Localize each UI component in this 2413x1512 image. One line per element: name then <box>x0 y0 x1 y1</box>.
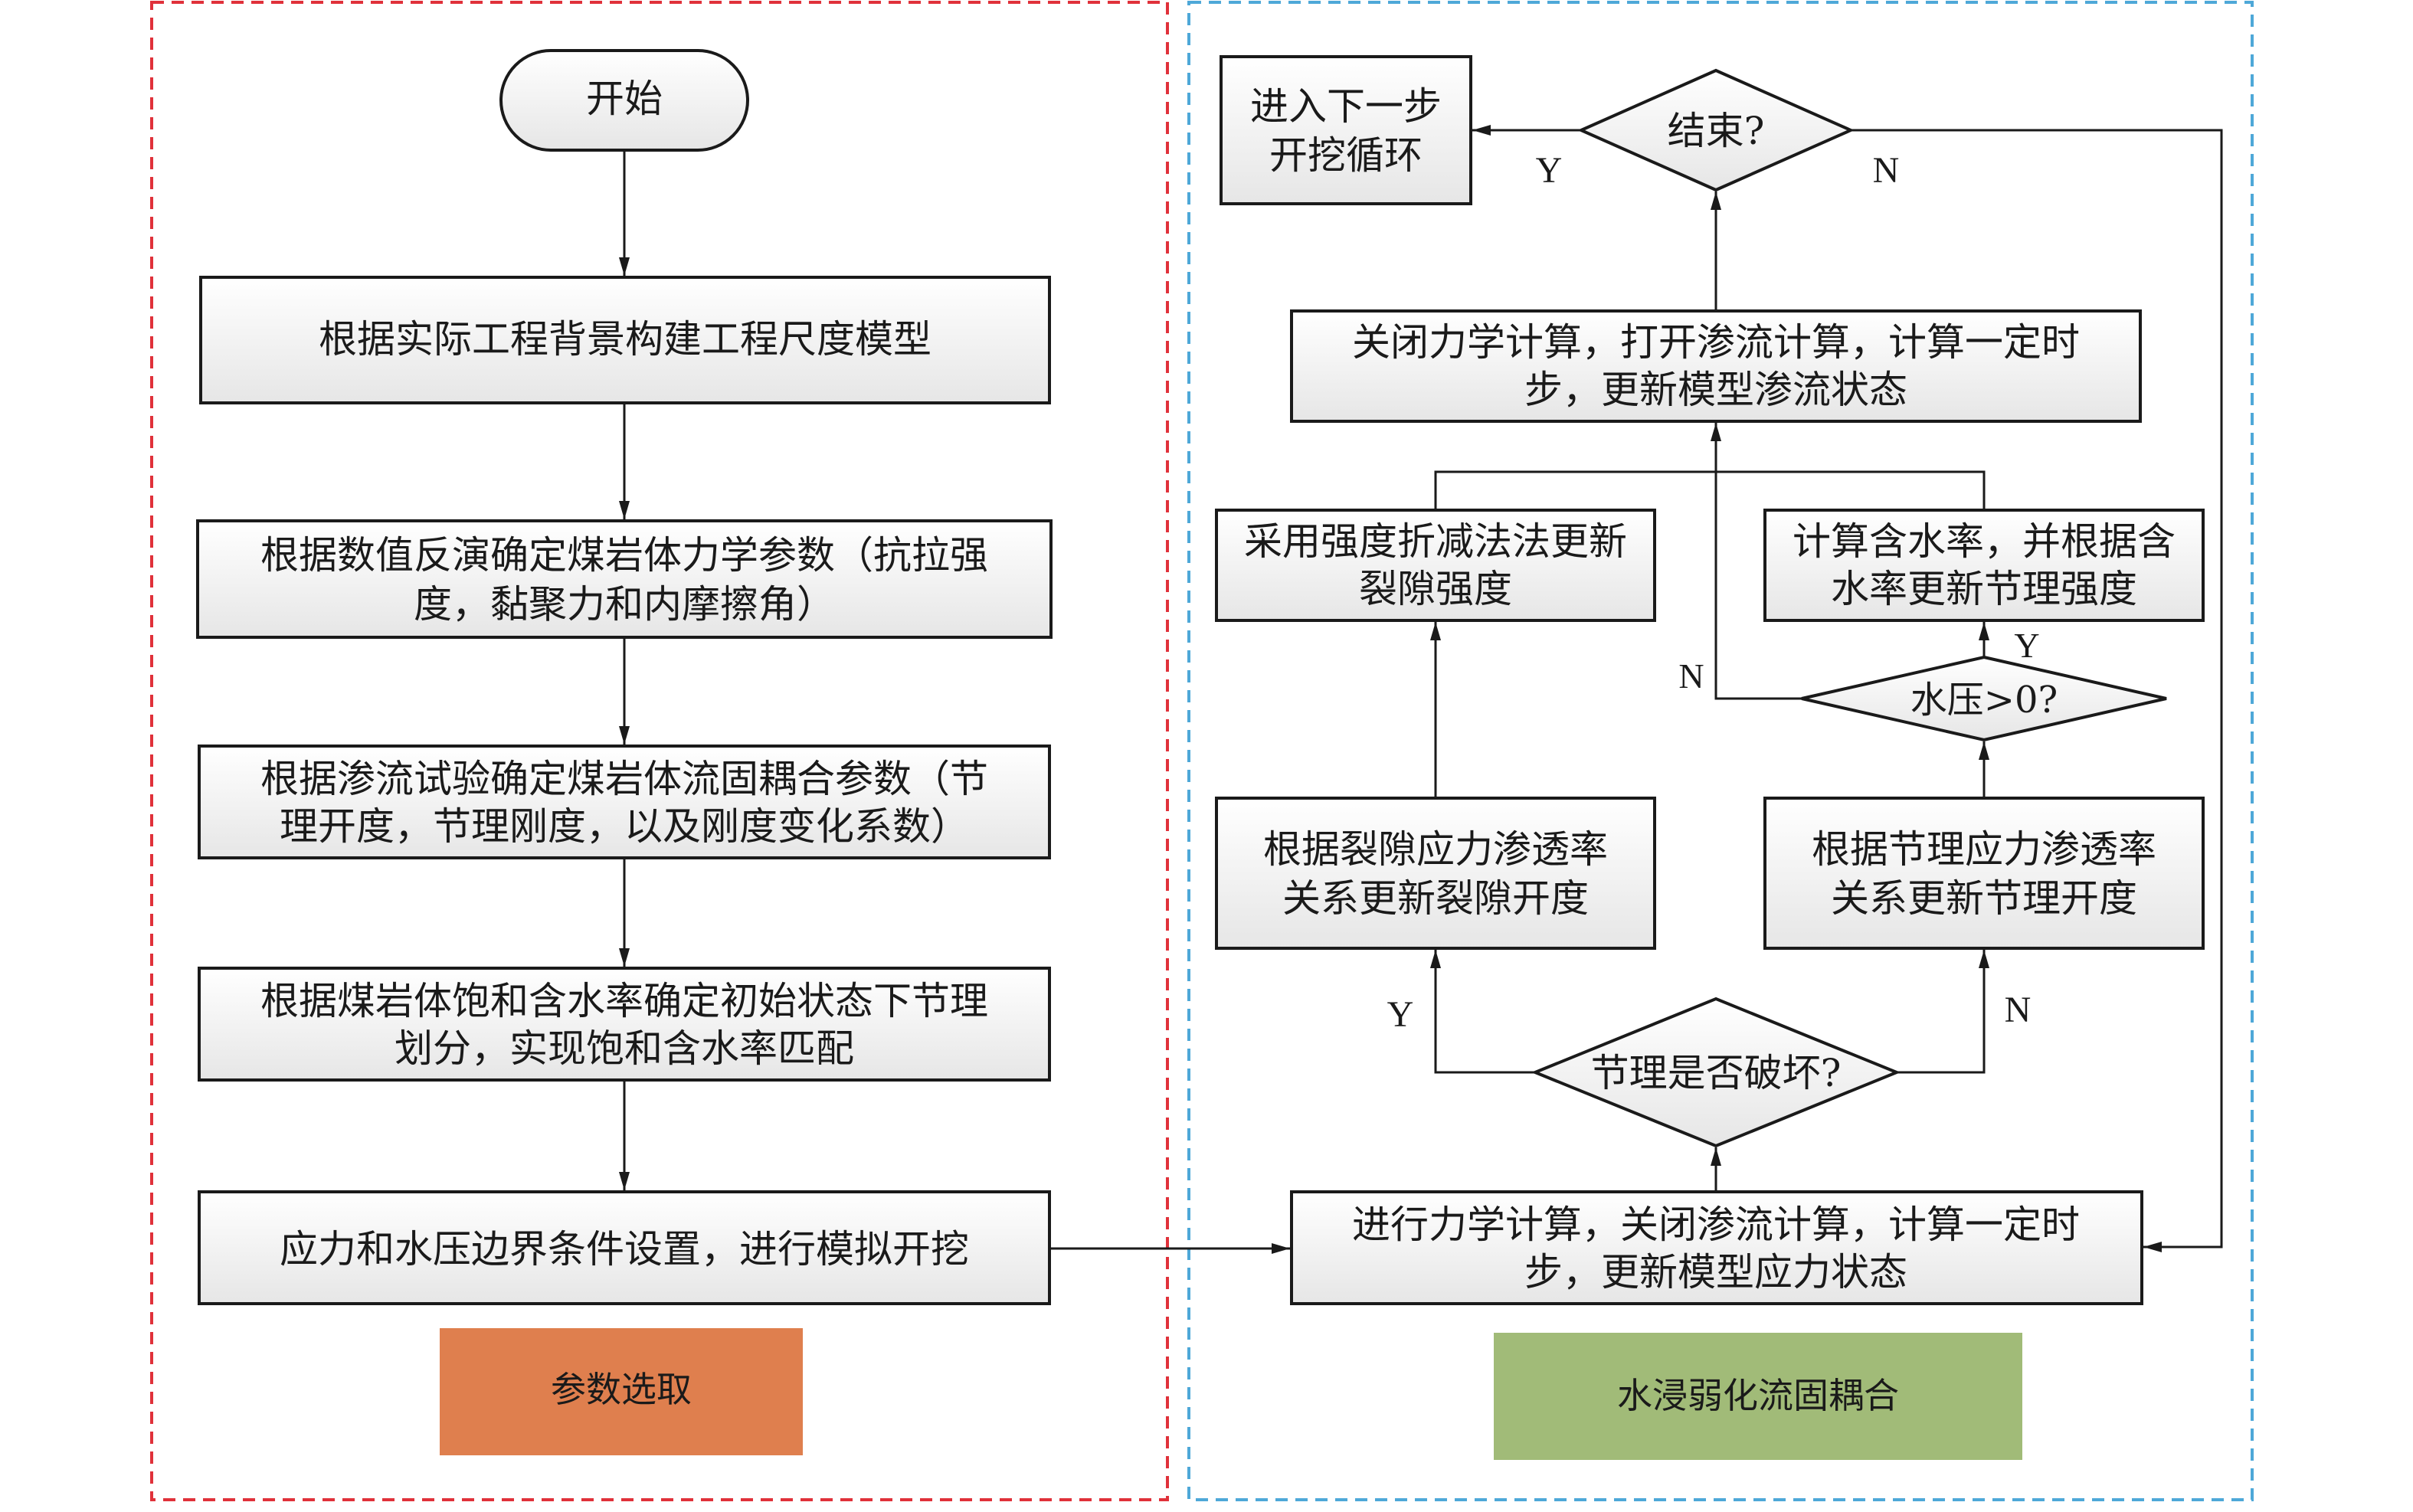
node-text-line: 水率更新节理强度 <box>1831 567 2137 611</box>
node-strength-reduction: 采用强度折减法法更新 裂隙强度 <box>1215 509 1656 622</box>
node-start-text: 开始 <box>586 77 663 121</box>
node-seepage-params: 根据渗流试验确定煤岩体流固耦合参数（节 理开度，节理刚度，以及刚度变化系数） <box>198 745 1051 859</box>
node-pressure-decision: 水压>0? <box>1801 655 2167 742</box>
edge-label-no: N <box>1678 656 1704 695</box>
node-text-line: 关闭力学计算，打开渗流计算，计算一定时 <box>1352 320 2080 365</box>
section-label-fluid-solid-coupling: 水浸弱化流固耦合 <box>1494 1333 2022 1460</box>
node-text-line: 水压>0? <box>1910 679 2058 722</box>
edge-pressure-no <box>1714 472 1802 700</box>
node-next-cycle: 进入下一步 开挖循环 <box>1220 55 1472 205</box>
node-text-line: 计算含水率，并根据含 <box>1793 519 2176 564</box>
section-border-parameter-selection <box>150 1 1169 1501</box>
section-label-text: 水浸弱化流固耦合 <box>1617 1375 1899 1416</box>
section-label-parameter-selection: 参数选取 <box>440 1328 803 1455</box>
node-text-line: 进入下一步 <box>1250 84 1442 129</box>
node-saturation: 根据煤岩体饱和含水率确定初始状态下节理 划分，实现饱和含水率匹配 <box>198 967 1051 1082</box>
node-text-line: 根据渗流试验确定煤岩体流固耦合参数（节 <box>260 757 988 801</box>
edge-merge-junction <box>1434 470 1986 510</box>
node-boundary: 应力和水压边界条件设置，进行模拟开挖 <box>198 1190 1051 1305</box>
node-mech-params: 根据数值反演确定煤岩体力学参数（抗拉强 度，黏聚力和内摩擦角） <box>196 519 1053 639</box>
node-seepage-calc: 关闭力学计算，打开渗流计算，计算一定时 步，更新模型渗流状态 <box>1290 309 2142 423</box>
node-text-line: 关系更新裂隙开度 <box>1282 876 1589 921</box>
node-joint-damaged-decision: 节理是否破坏? <box>1531 997 1901 1148</box>
node-fracture-aperture: 根据裂隙应力渗透率 关系更新裂隙开度 <box>1215 797 1656 950</box>
edge-label-no: N <box>1873 150 1900 191</box>
section-border-fluid-solid-coupling <box>1187 1 2254 1501</box>
node-text-line: 理开度，节理刚度，以及刚度变化系数） <box>280 804 969 849</box>
node-end-decision: 结束? <box>1577 68 1855 192</box>
edge-label-yes: Y <box>1387 994 1414 1035</box>
edge-damaged-yes <box>1430 950 1535 1074</box>
node-text-line: 根据实际工程背景构建工程尺度模型 <box>319 317 931 362</box>
node-text-line: 根据煤岩体饱和含水率确定初始状态下节理 <box>260 979 988 1023</box>
node-text-line: 开挖循环 <box>1269 133 1423 178</box>
node-text-line: 采用强度折减法法更新 <box>1244 519 1627 564</box>
edge-label-yes: Y <box>1536 150 1563 191</box>
node-text-line: 结束? <box>1668 109 1765 153</box>
section-label-text: 参数选取 <box>551 1369 692 1410</box>
node-text-line: 步，更新模型应力状态 <box>1524 1250 1907 1294</box>
edge-label-yes: Y <box>2014 626 2039 665</box>
node-joint-aperture: 根据节理应力渗透率 关系更新节理开度 <box>1763 797 2205 950</box>
node-start: 开始 <box>499 49 749 152</box>
node-build-model: 根据实际工程背景构建工程尺度模型 <box>199 276 1051 404</box>
node-text-line: 根据裂隙应力渗透率 <box>1263 827 1608 872</box>
node-text-line: 步，更新模型渗流状态 <box>1524 368 1907 412</box>
edge-label-no: N <box>2005 990 2032 1030</box>
node-text-line: 进行力学计算，关闭渗流计算，计算一定时 <box>1352 1203 2080 1247</box>
node-text-line: 根据节理应力渗透率 <box>1812 827 2156 872</box>
edge-end-no-return <box>1851 129 2223 1252</box>
node-water-content: 计算含水率，并根据含 水率更新节理强度 <box>1763 509 2205 622</box>
node-text-line: 节理是否破坏? <box>1591 1051 1842 1095</box>
node-text-line: 应力和水压边界条件设置，进行模拟开挖 <box>280 1227 969 1271</box>
node-text-line: 根据数值反演确定煤岩体力学参数（抗拉强 <box>260 533 988 578</box>
edge-damaged-no <box>1897 950 1989 1074</box>
node-text-line: 度，黏聚力和内摩擦角） <box>414 582 835 627</box>
node-text-line: 关系更新节理开度 <box>1831 876 2137 921</box>
node-mech-calc: 进行力学计算，关闭渗流计算，计算一定时 步，更新模型应力状态 <box>1290 1190 2143 1305</box>
node-text-line: 划分，实现饱和含水率匹配 <box>395 1026 854 1071</box>
node-text-line: 裂隙强度 <box>1359 567 1512 611</box>
